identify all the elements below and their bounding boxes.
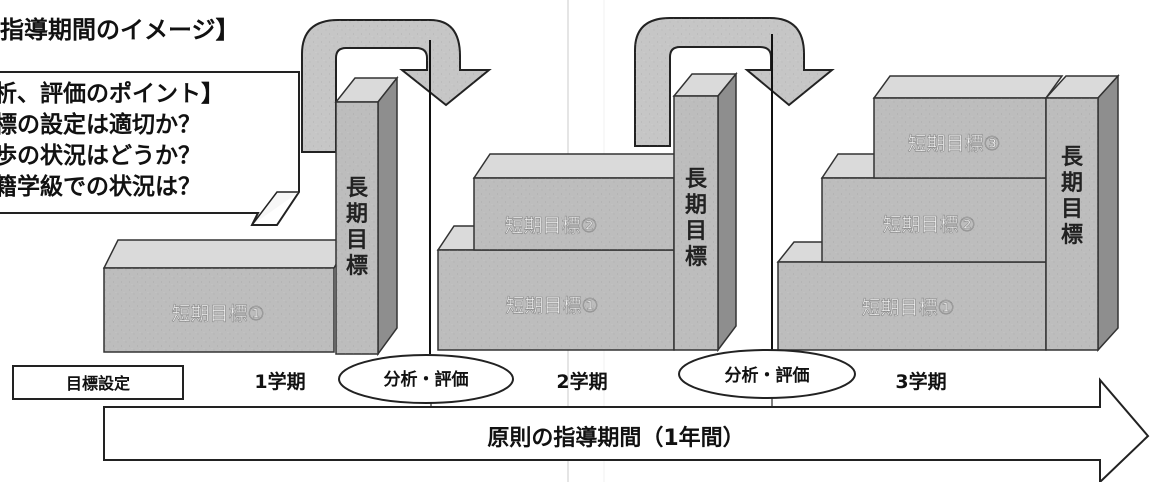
long-term-goal-char-1: 長 <box>1061 145 1084 170</box>
callout-line-1: 析、評価のポイント】 <box>0 80 224 107</box>
long-term-goal-char-2: 期 <box>1061 171 1083 196</box>
long-term-goal-column-1: 長 期 目 標 <box>334 75 399 357</box>
term1-short-goal-block: 短期目標① <box>102 239 352 353</box>
analysis-evaluation-oval-1: 分析・評価 <box>338 354 514 404</box>
curved-transition-arrow-1 <box>301 19 492 153</box>
callout-line-3: 歩の状況はどうか？ <box>0 142 201 169</box>
analysis-evaluation-label-2: 分析・評価 <box>725 365 810 386</box>
curved-arrow-texture <box>635 18 832 146</box>
term3-short-goal-blocks: 短期目標③ 短期目標② 短期目標① <box>776 75 1064 351</box>
long-term-goal-char-4: 標 <box>346 254 368 279</box>
curved-transition-arrow-2 <box>634 17 835 147</box>
term1-short-goal-1-label: 短期目標① <box>171 303 264 325</box>
term2-short-goal-2-label: 短期目標② <box>504 215 597 237</box>
long-term-goal-char-4: 標 <box>1061 223 1083 248</box>
term-2-label: 2学期 <box>556 370 607 393</box>
term3-short-goal-1-label: 短期目標① <box>861 297 954 319</box>
long-term-goal-char-3: 目 <box>1061 197 1083 222</box>
timeline-arrow-shape <box>103 377 1150 485</box>
callout-curled-corner <box>251 191 299 226</box>
term2-short-goal-1-label: 短期目標① <box>505 295 598 317</box>
term3-short-goal-2-label: 短期目標② <box>882 214 975 236</box>
long-term-goal-char-3: 目 <box>685 219 707 244</box>
long-term-goal-column-3: 長 期 目 標 <box>1044 74 1120 352</box>
diagram-title: 指導期間のイメージ】 <box>0 16 240 44</box>
term3-short-goal-3-label: 短期目標③ <box>907 133 1000 155</box>
long-term-goal-char-1: 長 <box>685 167 708 192</box>
analysis-evaluation-oval-2: 分析・評価 <box>678 349 856 399</box>
long-term-goal-char-3: 目 <box>346 228 368 253</box>
callout-box <box>0 71 300 226</box>
goal-setting-box <box>12 365 184 400</box>
goal-setting-box-group: 目標設定 <box>12 365 184 400</box>
curved-arrow-texture <box>302 20 489 152</box>
goal-setting-label: 目標設定 <box>66 374 130 393</box>
long-term-goal-char-2: 期 <box>346 202 368 227</box>
term-1-label: 1学期 <box>254 370 305 393</box>
long-term-goal-char-2: 期 <box>685 193 707 218</box>
long-term-goal-column-2: 長 期 目 標 <box>672 71 738 353</box>
long-term-goal-char-4: 標 <box>685 245 707 270</box>
term-3-label: 3学期 <box>895 370 946 393</box>
guidance-period-arrow: 原則の指導期間（1年間） <box>103 377 1150 485</box>
callout-line-4: 籍学級での状況は？ <box>0 173 201 200</box>
callout-line-2: 標の設定は適切か？ <box>0 111 201 138</box>
term2-short-goal-blocks: 短期目標② 短期目標① <box>436 153 692 351</box>
long-term-goal-char-1: 長 <box>346 176 369 201</box>
analysis-evaluation-label-1: 分析・評価 <box>384 369 469 390</box>
evaluation-points-callout: 析、評価のポイント】 標の設定は適切か？ 歩の状況はどうか？ 籍学級での状況は？ <box>0 71 300 226</box>
guidance-period-label: 原則の指導期間（1年間） <box>487 425 744 451</box>
